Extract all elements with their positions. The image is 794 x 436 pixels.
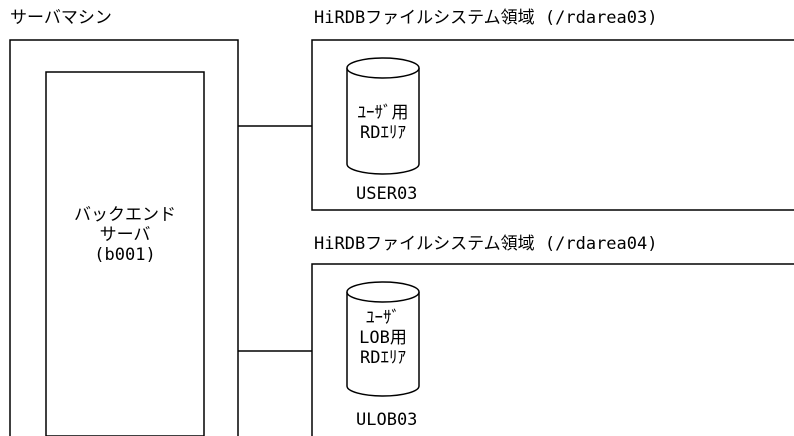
cylinder-1-line1: ﾕｰｻﾞ用 <box>357 103 409 123</box>
cylinder-1-label: ﾕｰｻﾞ用 RDｴﾘｱ <box>347 103 419 143</box>
fs-area-1-title: HiRDBファイルシステム領域 (/rdarea03) <box>314 8 658 28</box>
backend-server-label: バックエンド サーバ (b001) <box>46 205 204 265</box>
cylinder-2-line1: ﾕｰｻﾞ <box>366 308 400 328</box>
cylinder-2-line3: RDｴﾘｱ <box>360 348 406 368</box>
cylinder-1-line2: RDｴﾘｱ <box>360 123 406 143</box>
backend-server-box <box>45 71 205 436</box>
server-machine-title: サーバマシン <box>10 8 112 28</box>
cylinder-2 <box>346 281 420 397</box>
fs-area-1-name: USER03 <box>356 184 418 204</box>
fs-area-2-box <box>311 263 794 436</box>
backend-server-line1: バックエンド <box>74 205 176 225</box>
backend-server-line3: (b001) <box>94 245 156 265</box>
backend-server-line2: サーバ <box>99 225 151 245</box>
fs-area-1-box <box>311 39 794 211</box>
fs-area-2-title: HiRDBファイルシステム領域 (/rdarea04) <box>314 234 658 254</box>
cylinder-1 <box>346 57 420 175</box>
server-machine-box <box>9 39 239 436</box>
cylinder-2-label: ﾕｰｻﾞ LOB用 RDｴﾘｱ <box>347 308 419 368</box>
cylinder-2-line2: LOB用 <box>359 328 407 348</box>
fs-area-2-name: ULOB03 <box>356 410 418 430</box>
